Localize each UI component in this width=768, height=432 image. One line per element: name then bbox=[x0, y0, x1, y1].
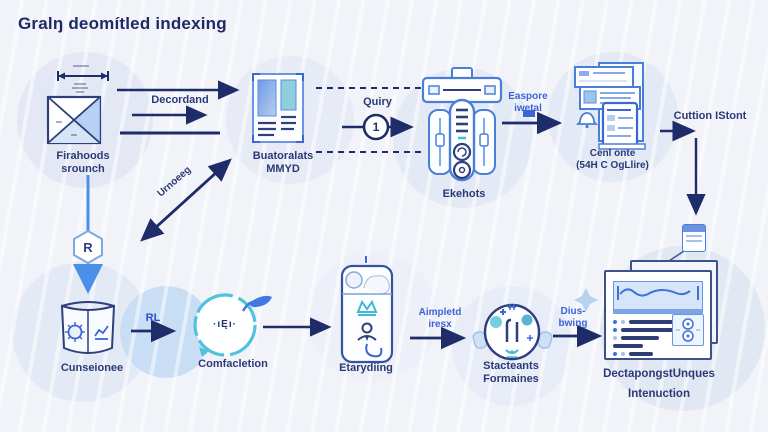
compaction-label: Comfacletion bbox=[198, 358, 268, 370]
dashboard-chart-panel bbox=[613, 281, 703, 314]
sun-glyph bbox=[65, 322, 85, 342]
document-label: Buatoralats MMYD bbox=[252, 150, 314, 175]
cuttion-label: Cuttion IStont bbox=[673, 110, 747, 122]
extraction-label: Etarydiing bbox=[339, 362, 393, 374]
r-hexagon bbox=[73, 229, 103, 265]
data-source-icon bbox=[46, 65, 109, 145]
source-label: Firahoods srounch bbox=[56, 150, 110, 175]
arrow-diagonal-down bbox=[140, 160, 230, 242]
crown-glyph bbox=[356, 299, 378, 316]
aimpletd-label: Aimpletd iresx bbox=[418, 307, 462, 330]
extraction-icon bbox=[340, 264, 394, 364]
formats-icon bbox=[472, 303, 553, 361]
bell-icon bbox=[575, 112, 599, 125]
browser-stack-icon bbox=[574, 62, 646, 150]
dius-label: Dius- bwing bbox=[558, 306, 588, 329]
page-title: Gralŋ deomítled indexing bbox=[18, 14, 227, 33]
dashboard-icon bbox=[604, 224, 718, 360]
pi-glyph bbox=[505, 318, 519, 342]
quiry-label: Quiry bbox=[363, 96, 392, 108]
compaction-glyph: ·ıĘı· bbox=[213, 319, 237, 330]
quiry-badge-label: 1 bbox=[372, 120, 380, 134]
server-icon bbox=[421, 67, 503, 182]
browser-stack-label: Cenl onte (54H C OgLlire) bbox=[576, 148, 649, 171]
compaction-icon bbox=[193, 293, 272, 357]
dashboard-list bbox=[613, 318, 673, 358]
dashboard-side-panel bbox=[672, 314, 704, 346]
chart-glyph bbox=[94, 325, 109, 340]
document-icon bbox=[252, 73, 304, 143]
rl-label: RL bbox=[145, 312, 161, 324]
star-icon bbox=[574, 288, 598, 312]
notification-badge-icon bbox=[682, 224, 706, 252]
container-cube-icon bbox=[60, 301, 116, 354]
decordand-label: Decordand bbox=[151, 94, 209, 106]
dashboard-label: DectapongstUnques Intenuction bbox=[603, 368, 715, 401]
dashboard-front-window bbox=[604, 270, 712, 360]
quiry-badge-circle bbox=[362, 113, 390, 141]
easpore-label: Easpore iwetal bbox=[508, 91, 548, 114]
server-label: Ekehots bbox=[442, 188, 486, 200]
easpore-glyph bbox=[523, 110, 535, 117]
container-label: Cunseionee bbox=[60, 362, 124, 374]
r-hexagon-label: R bbox=[83, 240, 93, 255]
formats-label: Stacteants Formaines bbox=[483, 360, 539, 385]
